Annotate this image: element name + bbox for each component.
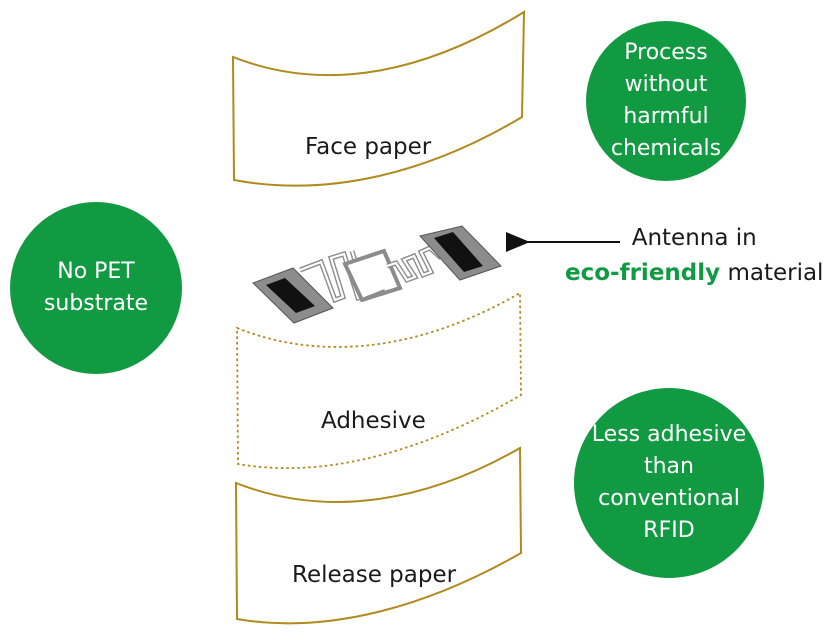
antenna-callout-line1: Antenna in [631, 225, 757, 251]
adhesive-layer [236, 291, 522, 470]
antenna-callout: Antenna in eco-friendly material [565, 221, 823, 291]
process-bubble: Process without harmful chemicals [586, 21, 746, 181]
face-paper-layer [231, 10, 526, 187]
face-paper-label: Face paper [305, 134, 432, 160]
release-paper-layer [234, 446, 523, 625]
adhesive-label: Adhesive [321, 408, 426, 434]
antenna-callout-rest: material [720, 260, 824, 286]
release-paper-label: Release paper [292, 562, 457, 588]
eco-friendly-highlight: eco-friendly [565, 260, 721, 286]
antenna-callout-line2: eco-friendly material [565, 256, 823, 291]
antenna-center-loop [342, 248, 403, 303]
rfid-antenna [252, 225, 502, 324]
antenna-left-chip [266, 278, 315, 313]
process-bubble-text: Process without harmful chemicals [610, 40, 722, 161]
less-adhesive-bubble-text: Less adhesive than conventional RFID [591, 422, 747, 543]
less-adhesive-bubble: Less adhesive than conventional RFID [574, 388, 764, 578]
no-pet-bubble: No PET substrate [10, 202, 182, 374]
no-pet-bubble-text: No PET substrate [43, 259, 149, 316]
antenna-right-chip [434, 232, 483, 272]
